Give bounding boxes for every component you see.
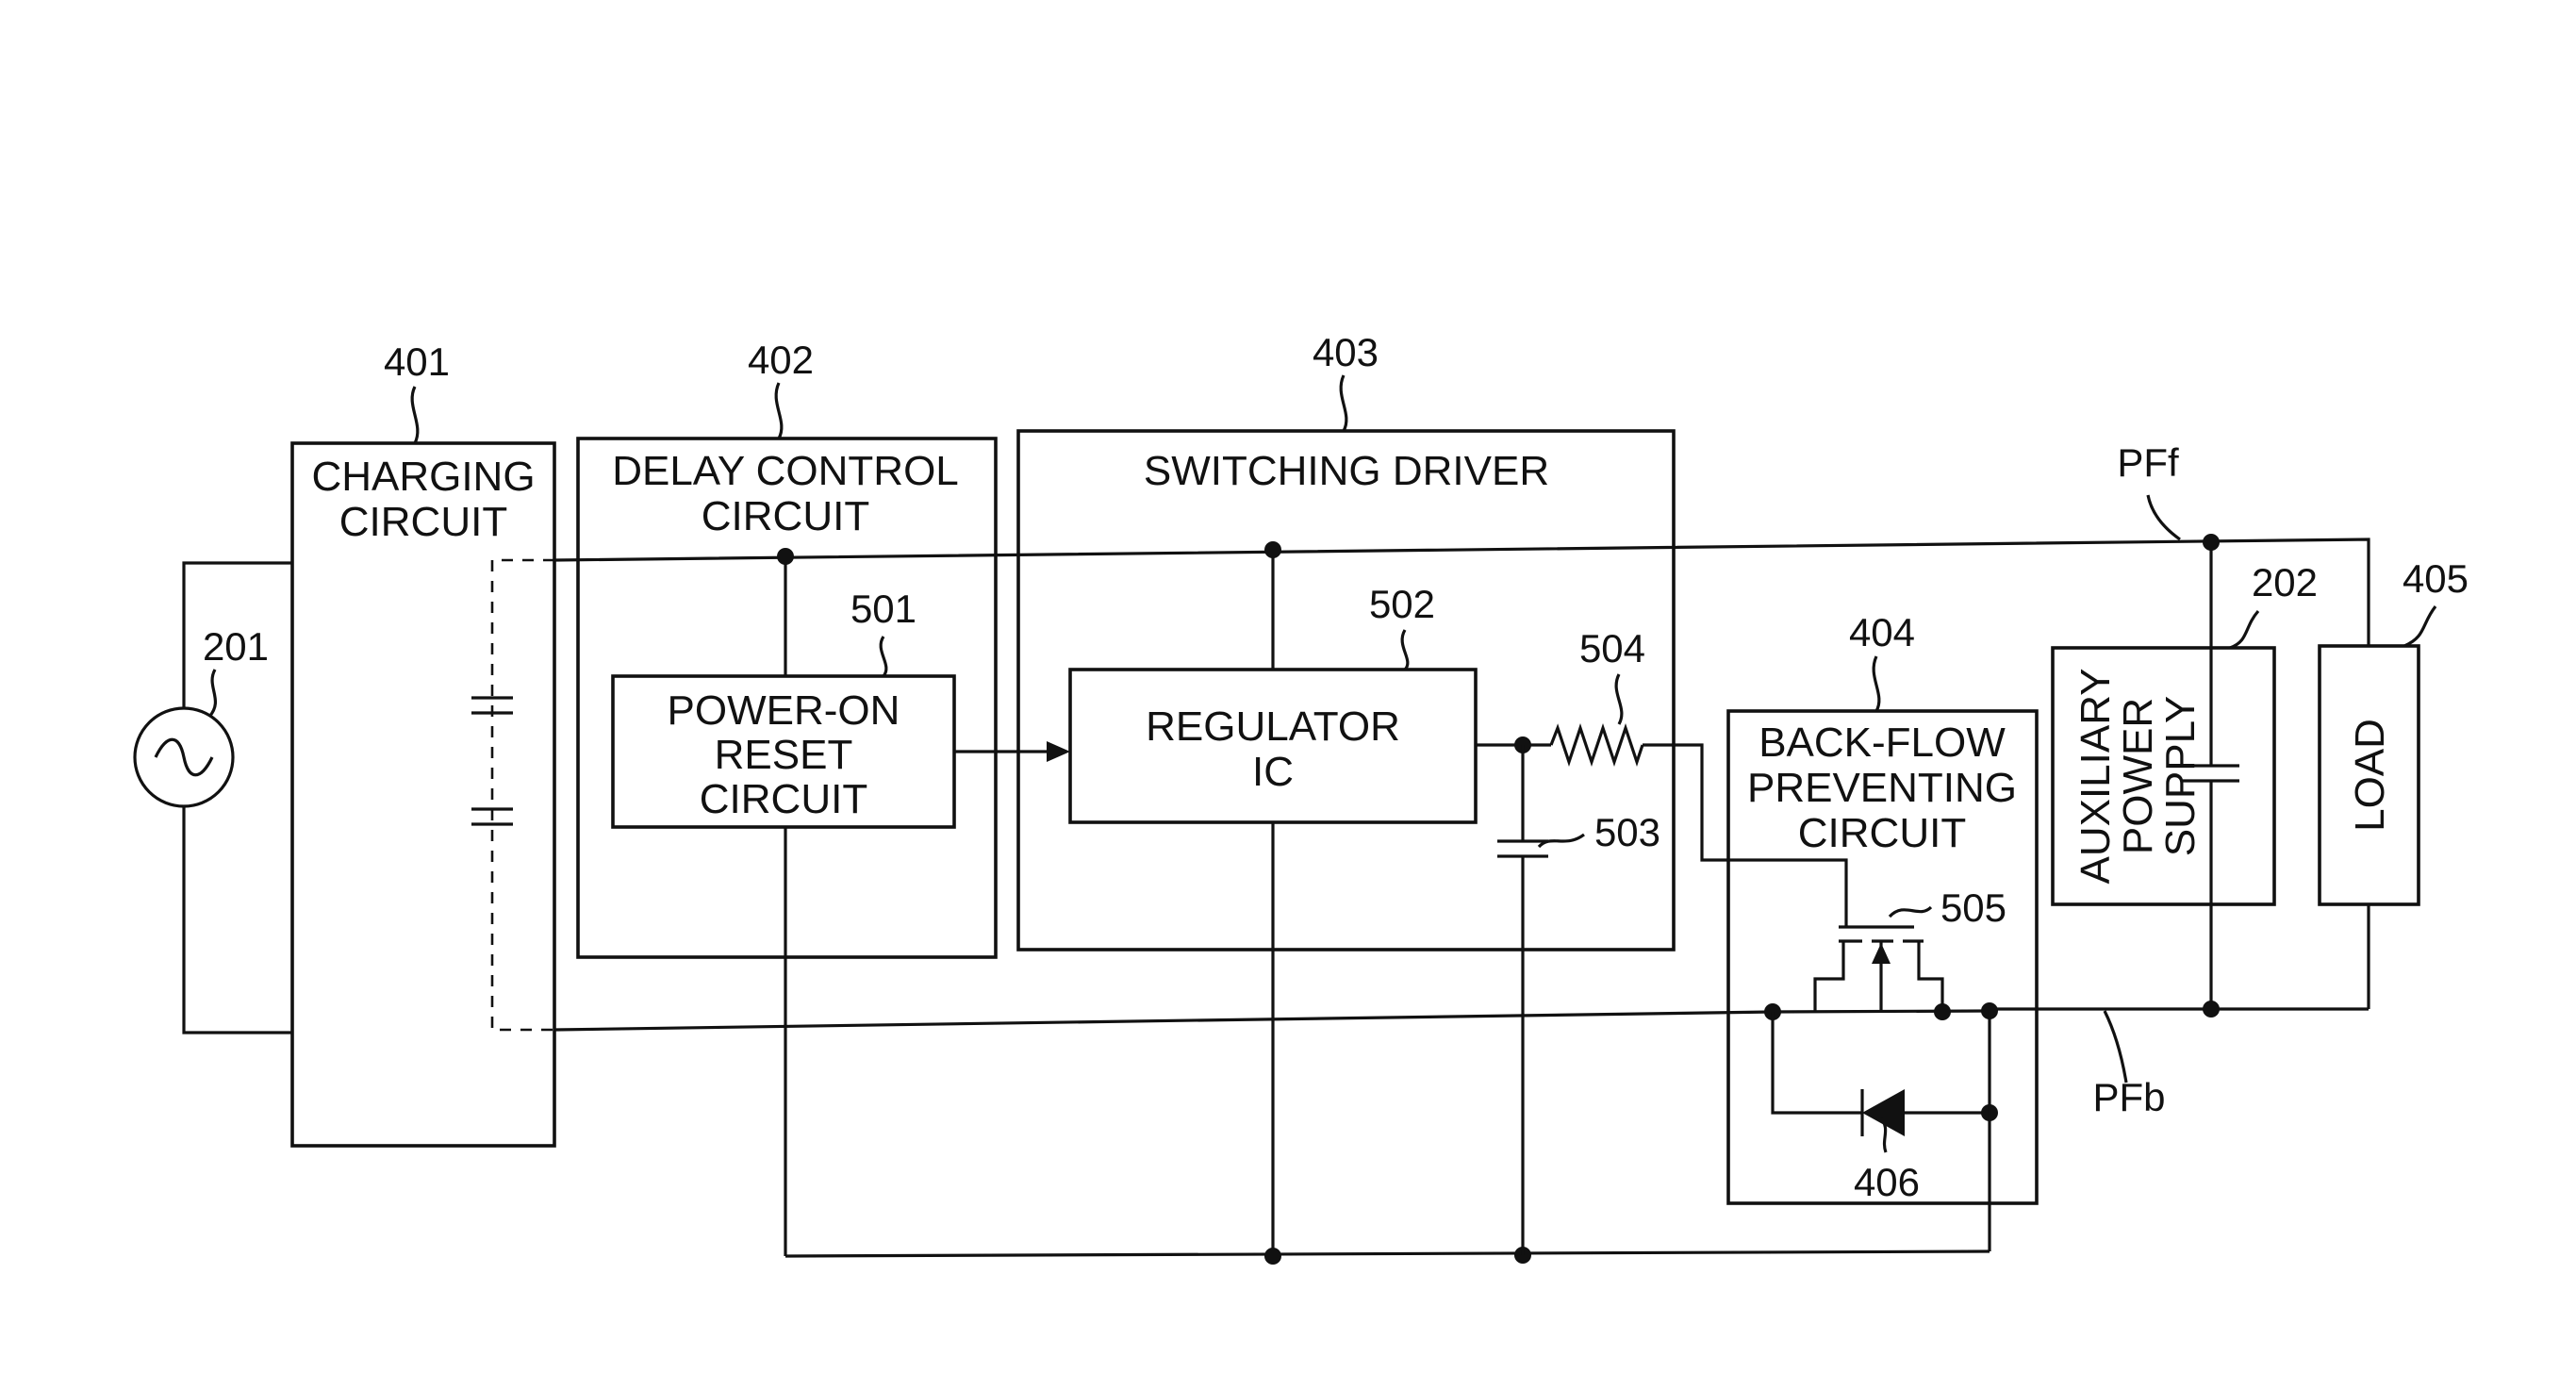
ref-505: 505: [1940, 885, 2006, 930]
leader-line: [2230, 611, 2258, 648]
power-on-reset-circuit-label: CIRCUIT: [700, 776, 867, 822]
resistor-504-symbol: [1551, 728, 1643, 762]
leader-line: [1890, 907, 1931, 917]
diode-left-wire: [1773, 1012, 1862, 1113]
power-on-reset-circuit-label: POWER-ON: [668, 687, 900, 734]
leader-line: [776, 383, 782, 439]
leader-line: [1402, 630, 1408, 670]
junction-dot: [1934, 1003, 1951, 1020]
leader-line: [1616, 674, 1622, 724]
ref-405: 405: [2403, 556, 2469, 601]
junction-dot: [1264, 1248, 1281, 1265]
leader-line: [1341, 375, 1346, 431]
leader-line: [2105, 1011, 2126, 1083]
leader-line: [412, 387, 418, 443]
charging-internal-dashed-path: [471, 560, 554, 1030]
leader-line: [881, 637, 886, 676]
load-label: LOAD: [2347, 719, 2393, 832]
junction-dot: [1264, 541, 1281, 558]
leader-line: [209, 670, 215, 717]
ref-501: 501: [850, 587, 916, 631]
ref-502: 502: [1369, 582, 1435, 626]
regulator-ic-label: IC: [1252, 749, 1294, 795]
junction-dot: [777, 548, 794, 565]
pff-label: PFf: [2117, 440, 2179, 485]
ground-bus: [785, 1251, 1990, 1256]
charging-circuit-label: CHARGING: [311, 454, 535, 500]
signal-arrowhead: [1047, 741, 1070, 762]
leader-line: [1874, 656, 1879, 711]
transistor-drain-rail: [1773, 1011, 1990, 1012]
switching-driver-box: [1018, 431, 1674, 950]
pfb-label: PFb: [2092, 1075, 2165, 1119]
ref-401: 401: [384, 339, 450, 384]
charging-circuit-box: [292, 443, 554, 1146]
junction-dot: [2203, 1001, 2220, 1018]
ac-source-symbol: [135, 708, 233, 806]
switching-driver-label: SWITCHING DRIVER: [1144, 448, 1549, 494]
leader-line: [2404, 606, 2436, 646]
charging-circuit-label: CIRCUIT: [339, 499, 507, 545]
pff-rail: [554, 539, 2369, 646]
diode-406-symbol: [1862, 1089, 1905, 1136]
back-flow-preventing-circuit-label: CIRCUIT: [1798, 810, 1966, 856]
power-on-reset-circuit-label: RESET: [715, 732, 853, 778]
back-flow-preventing-circuit-label: PREVENTING: [1747, 765, 2017, 811]
transistor-505-symbol: [1815, 927, 1942, 1012]
ref-503: 503: [1594, 810, 1660, 854]
auxiliary-power-supply-label: POWER: [2115, 698, 2161, 854]
ref-403: 403: [1313, 330, 1379, 374]
auxiliary-power-supply-label-group: AUXILIARY POWER SUPPLY: [2072, 668, 2204, 884]
auxiliary-power-supply-label: SUPPLY: [2157, 696, 2204, 856]
back-flow-preventing-circuit-label: BACK-FLOW: [1759, 720, 2006, 766]
pfb-rail: [554, 1012, 1773, 1030]
delay-control-circuit-label: CIRCUIT: [702, 493, 869, 539]
regulator-ic-label: REGULATOR: [1146, 703, 1400, 750]
ref-202: 202: [2252, 560, 2318, 604]
ref-406: 406: [1854, 1160, 1920, 1204]
load-label-group: LOAD: [2347, 719, 2393, 832]
leader-line: [2148, 495, 2180, 539]
leader-line: [1539, 835, 1584, 847]
ref-402: 402: [748, 338, 814, 382]
ref-504: 504: [1579, 626, 1645, 670]
source-bottom-wire: [184, 806, 292, 1033]
delay-control-circuit-label: DELAY CONTROL: [612, 448, 959, 494]
auxiliary-power-supply-label: AUXILIARY: [2072, 668, 2119, 884]
ref-201: 201: [203, 624, 269, 669]
ref-404: 404: [1849, 610, 1915, 654]
junction-dot: [2203, 534, 2220, 551]
